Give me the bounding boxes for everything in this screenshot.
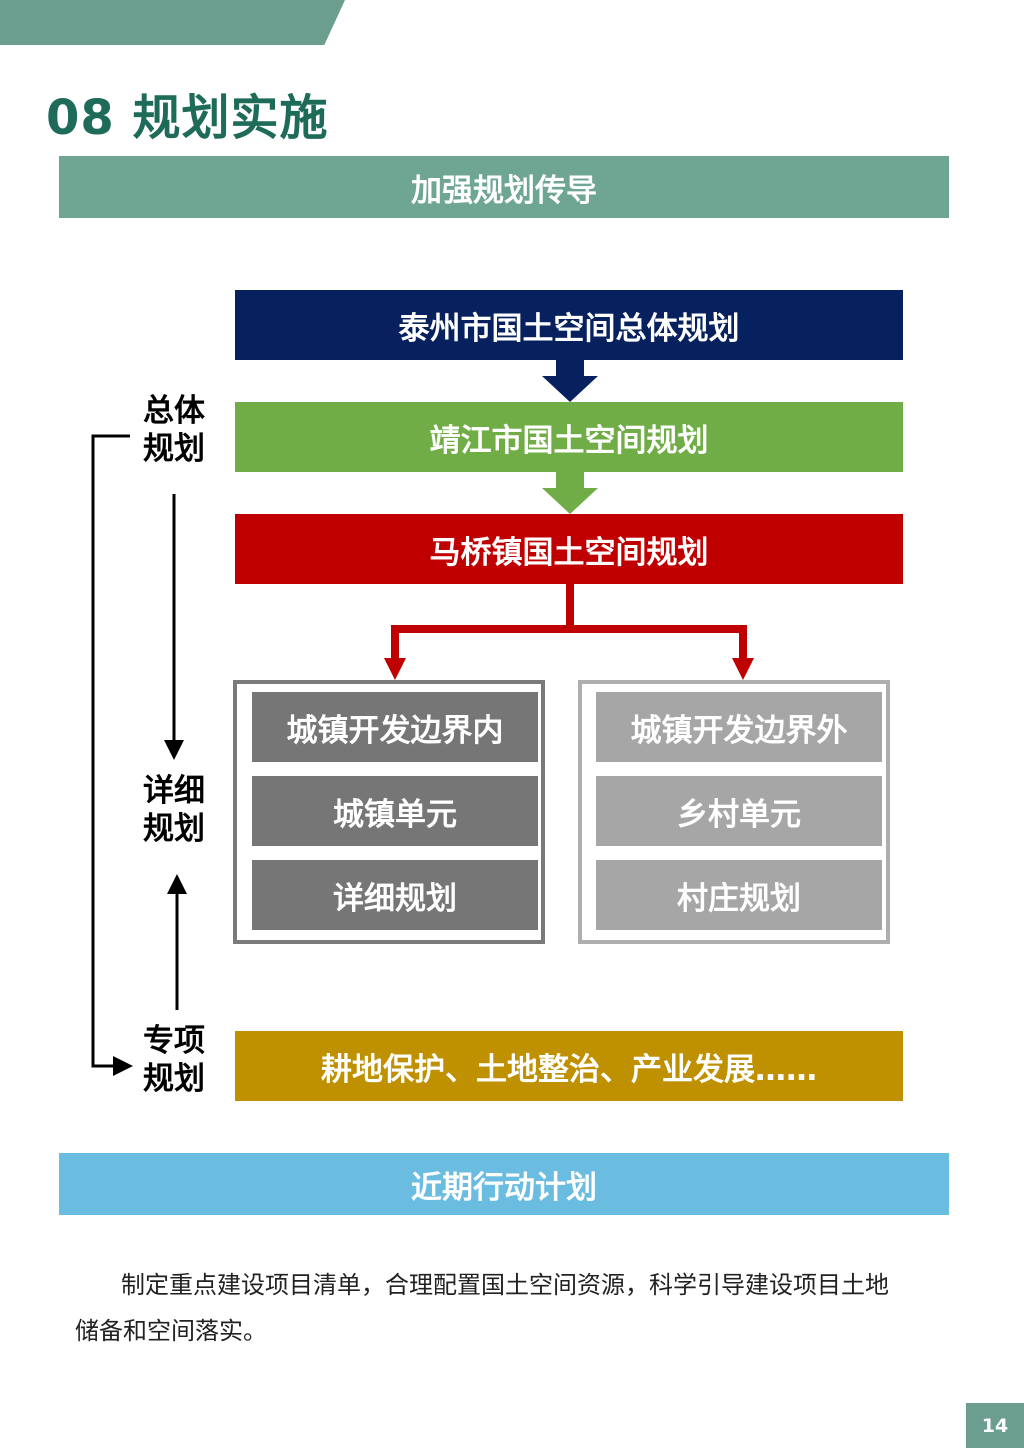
label-overall-line1: 总体 [143,393,205,429]
label-special-plan: 专项 规划 [143,1022,213,1098]
section-header-action-plan: 近期行动计划 [59,1153,949,1215]
label-overall-plan: 总体 规划 [143,392,213,468]
outside-boundary-group [578,680,890,944]
plan-box-maqiao: 马桥镇国土空间规划 [235,514,903,584]
outside-boundary-title: 城镇开发边界外 [596,692,882,762]
plan-box-taizhou: 泰州市国土空间总体规划 [235,290,903,360]
branch-arrow-right [732,658,754,680]
body-paragraph: 制定重点建设项目清单，合理配置国土空间资源，科学引导建设项目土地储备和空间落实。 [75,1271,889,1345]
arrow-down-detailed [164,740,184,760]
label-detailed-plan: 详细 规划 [143,772,213,848]
branch-connector [391,584,747,660]
label-detailed-line2: 规划 [143,811,205,847]
section-header-guidance: 加强规划传导 [59,156,949,218]
arrow-right-special [113,1056,133,1076]
inside-boundary-title: 城镇开发边界内 [252,692,538,762]
side-flow-lines [91,434,179,1068]
village-plan: 村庄规划 [596,860,882,930]
urban-unit: 城镇单元 [252,776,538,846]
label-detailed-line1: 详细 [143,773,205,809]
arrow-navy [542,360,598,402]
special-plans-box: 耕地保护、土地整治、产业发展…… [235,1031,903,1101]
plan-box-jingjiang: 靖江市国土空间规划 [235,402,903,472]
page-number: 14 [966,1403,1024,1448]
page-title: 08 规划实施 [46,90,329,146]
label-special-line1: 专项 [143,1023,205,1059]
detailed-plan: 详细规划 [252,860,538,930]
label-special-line2: 规划 [143,1061,205,1097]
rural-unit: 乡村单元 [596,776,882,846]
inside-boundary-group [233,680,545,944]
branch-arrow-left [384,658,406,680]
arrow-up-detailed [167,874,187,894]
corner-decoration [0,0,345,45]
label-overall-line2: 规划 [143,431,205,467]
arrow-green [542,472,598,514]
